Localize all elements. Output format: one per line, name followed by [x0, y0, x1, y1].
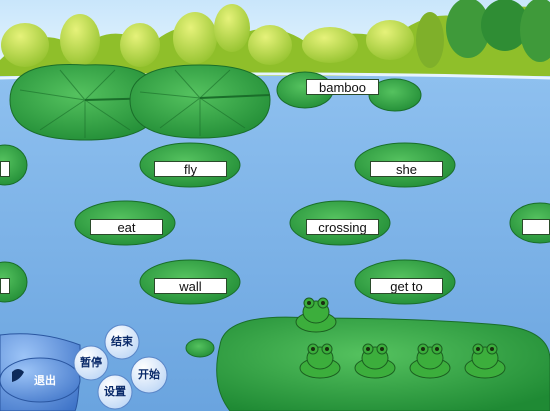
word-wall[interactable]: wall	[154, 278, 227, 294]
end-button-bg[interactable]	[104, 324, 140, 360]
frog-waiting	[464, 343, 506, 379]
control-panel	[0, 324, 168, 411]
frog-waiting	[354, 343, 396, 379]
lily-pad-decor-center	[129, 64, 271, 139]
word-she[interactable]: she	[370, 161, 443, 177]
word-eat[interactable]: eat	[90, 219, 163, 235]
frog-active	[295, 297, 337, 333]
word-partial-left-1[interactable]	[0, 161, 10, 177]
word-crossing[interactable]: crossing	[306, 219, 379, 235]
word-partial-left-2[interactable]	[0, 278, 10, 294]
start-button-bg[interactable]	[130, 356, 168, 394]
frog-waiting	[409, 343, 451, 379]
shore-bushes	[0, 0, 550, 81]
word-partial-right[interactable]	[522, 219, 550, 235]
pause-button[interactable]: 暂停	[80, 356, 102, 369]
settings-button[interactable]: 设置	[104, 385, 126, 398]
runner-icon	[12, 369, 24, 382]
exit-button[interactable]: 退出	[34, 374, 56, 387]
word-bamboo[interactable]: bamboo	[306, 79, 379, 95]
word-fly[interactable]: fly	[154, 161, 227, 177]
end-button[interactable]: 结束	[111, 335, 133, 348]
settings-button-bg[interactable]	[97, 374, 133, 410]
word-get-to[interactable]: get to	[370, 278, 443, 294]
pause-button-bg[interactable]	[73, 345, 109, 381]
frog-waiting	[299, 343, 341, 379]
frog-group	[295, 297, 506, 379]
start-button[interactable]: 开始	[138, 368, 160, 381]
